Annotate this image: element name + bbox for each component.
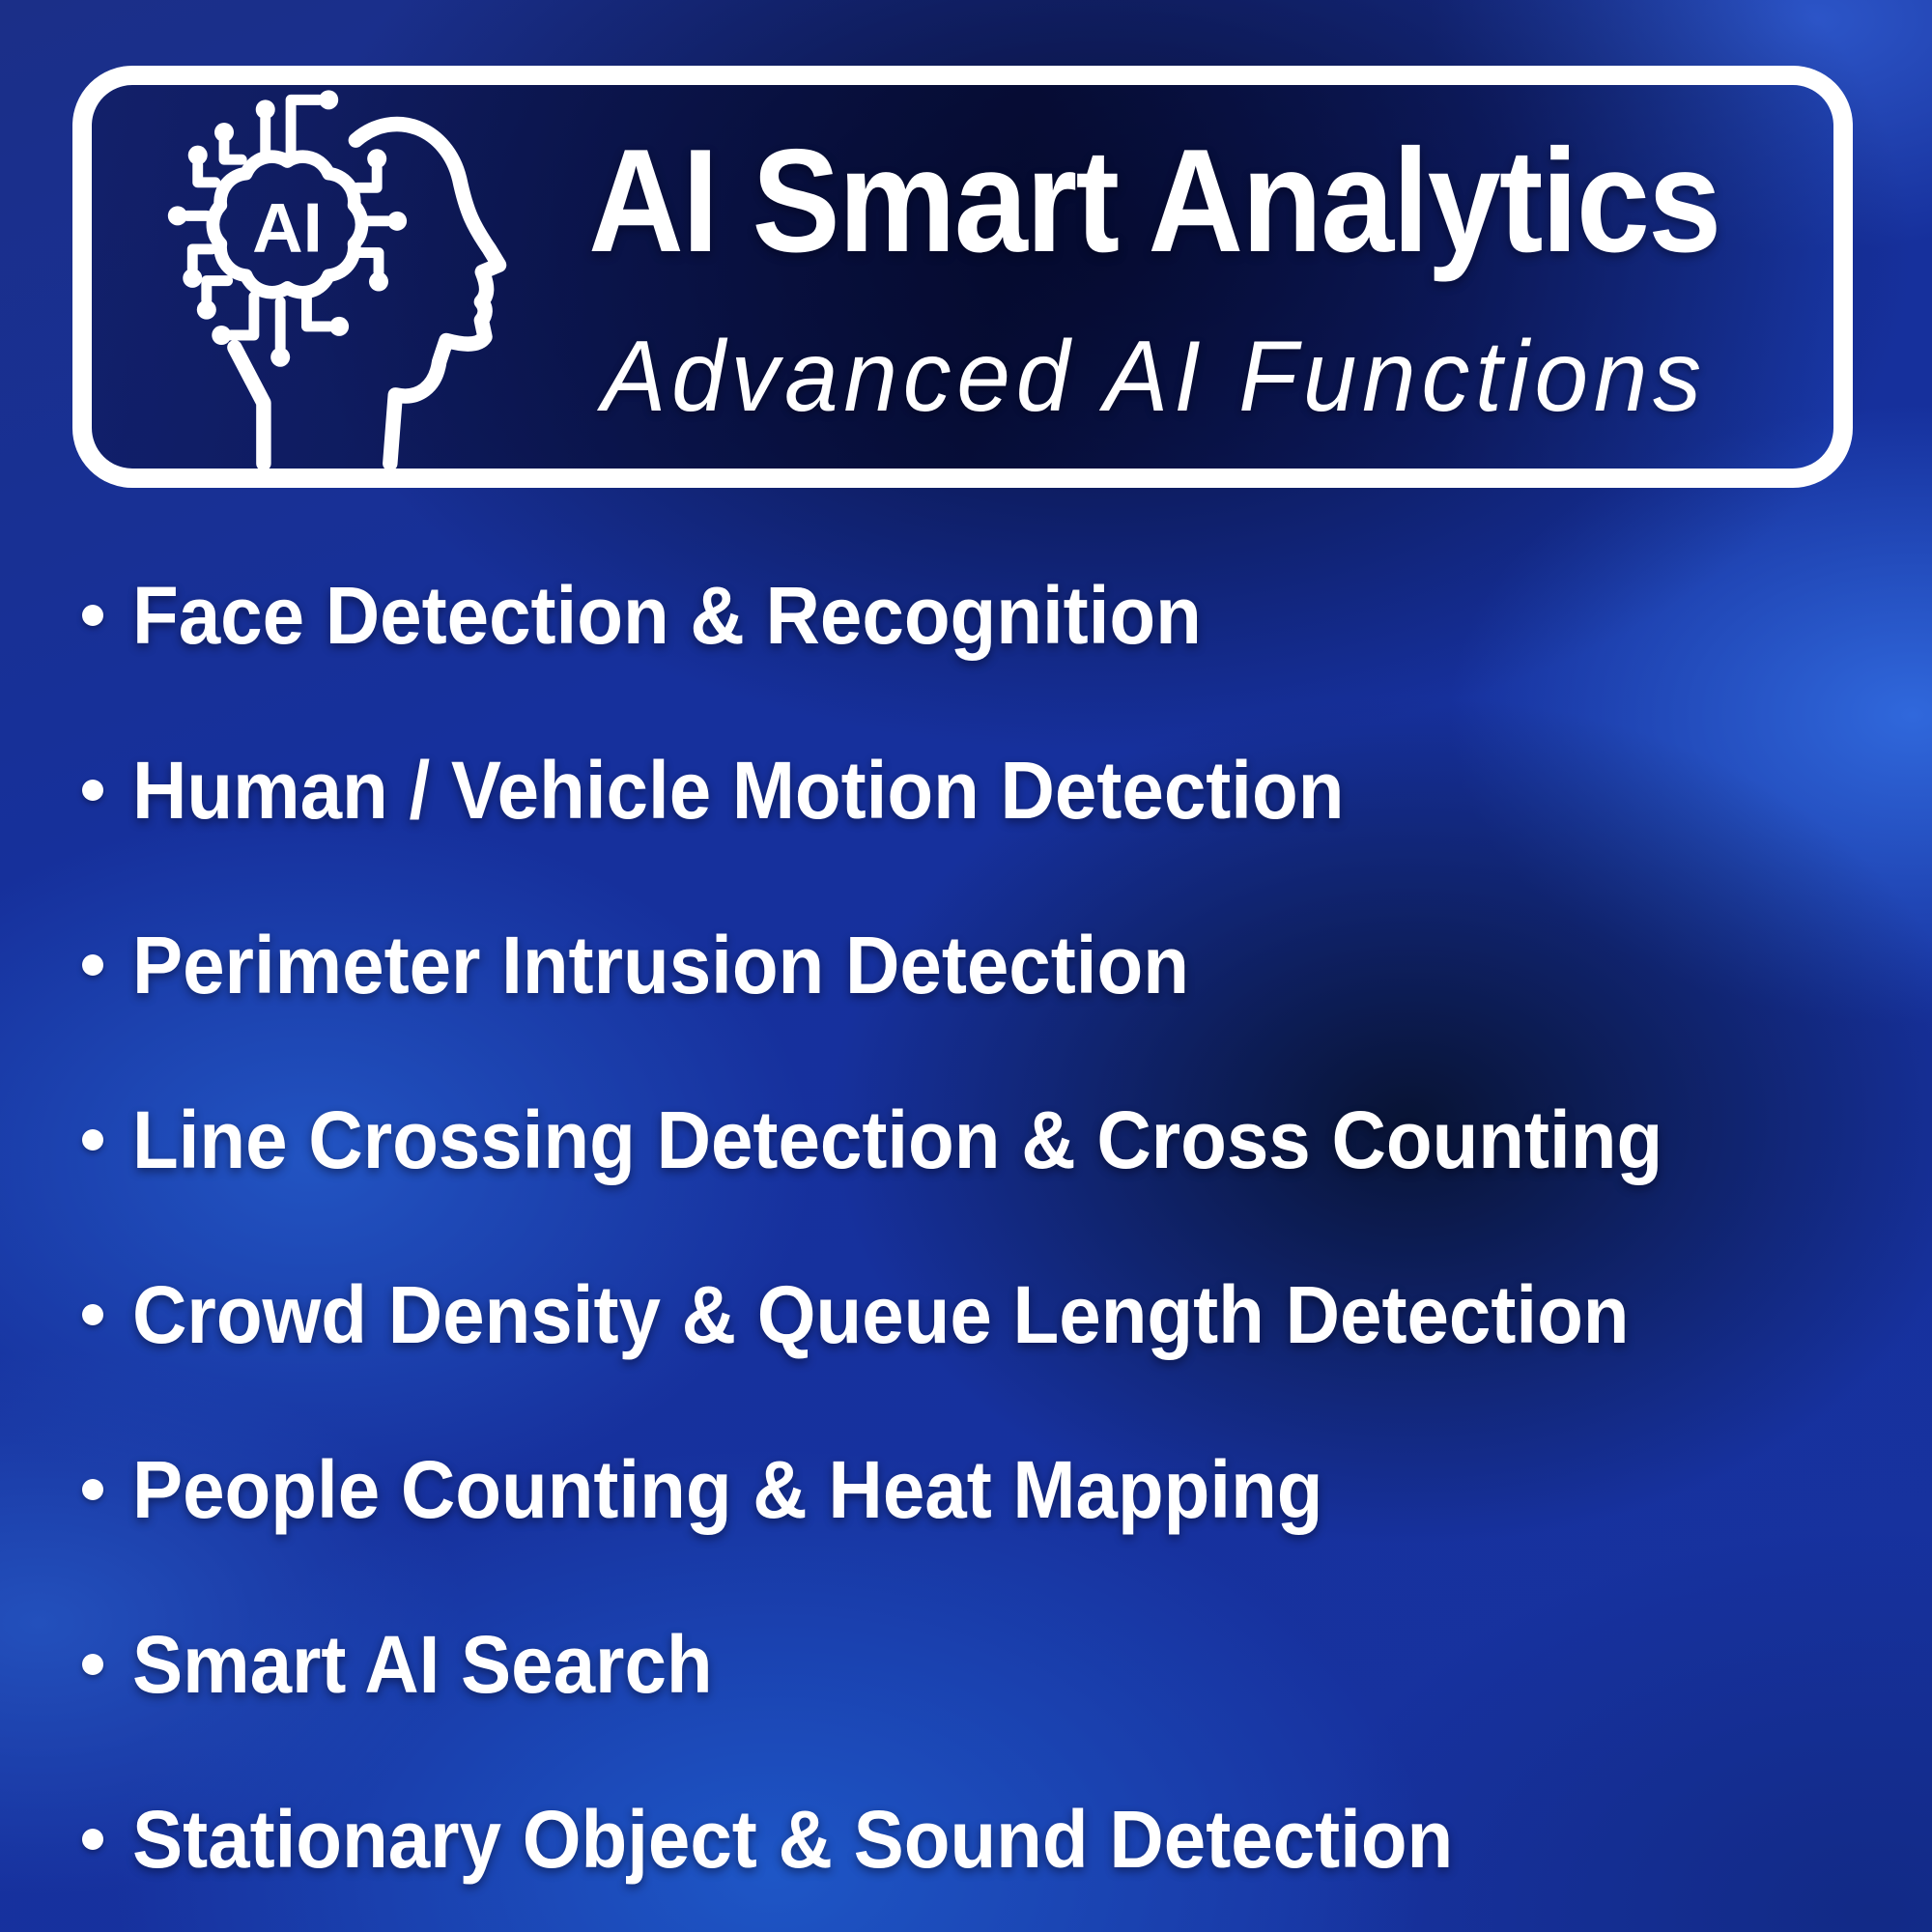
- ai-brain-head-svg: AI: [167, 89, 507, 470]
- feature-label: Crowd Density & Queue Length Detection: [132, 1268, 1630, 1360]
- brain-outline: [206, 149, 369, 299]
- bullet-dot-icon: [82, 1828, 103, 1850]
- bullet-dot-icon: [82, 953, 103, 976]
- ai-brain-head-icon: AI: [152, 84, 528, 470]
- feature-item: People Counting & Heat Mapping: [82, 1402, 1903, 1577]
- feature-label: Human / Vehicle Motion Detection: [132, 744, 1345, 836]
- bullet-dot-icon: [82, 1128, 103, 1151]
- feature-item: Line Crossing Detection & Cross Counting: [82, 1052, 1903, 1227]
- feature-item: Human / Vehicle Motion Detection: [82, 702, 1903, 877]
- feature-label: Face Detection & Recognition: [132, 569, 1202, 661]
- bullet-dot-icon: [82, 1653, 103, 1675]
- bullet-dot-icon: [82, 1478, 103, 1500]
- feature-item: Smart AI Search: [82, 1577, 1903, 1751]
- feature-label: People Counting & Heat Mapping: [132, 1443, 1323, 1535]
- page-subtitle: Advanced AI Functions: [602, 320, 1707, 433]
- header-titles: AI Smart Analytics Advanced AI Functions: [528, 128, 1833, 427]
- head-profile-outline: [348, 116, 507, 470]
- bullet-dot-icon: [82, 779, 103, 801]
- feature-item: Perimeter Intrusion Detection: [82, 877, 1903, 1052]
- bullet-dot-icon: [82, 1303, 103, 1325]
- page-title: AI Smart Analytics: [588, 118, 1721, 283]
- circuit-traces: [167, 89, 408, 367]
- feature-item: Face Detection & Recognition: [82, 527, 1903, 702]
- feature-item: Crowd Density & Queue Length Detection: [82, 1227, 1903, 1402]
- feature-label: Stationary Object & Sound Detection: [132, 1793, 1454, 1885]
- feature-item: Stationary Object & Sound Detection: [82, 1751, 1903, 1926]
- ai-label: AI: [252, 188, 323, 267]
- bullet-dot-icon: [82, 604, 103, 626]
- feature-label: Smart AI Search: [132, 1618, 713, 1710]
- neck-outline: [227, 339, 271, 470]
- feature-label: Perimeter Intrusion Detection: [132, 919, 1189, 1010]
- header-box: AI: [72, 66, 1853, 488]
- feature-label: Line Crossing Detection & Cross Counting: [132, 1094, 1663, 1185]
